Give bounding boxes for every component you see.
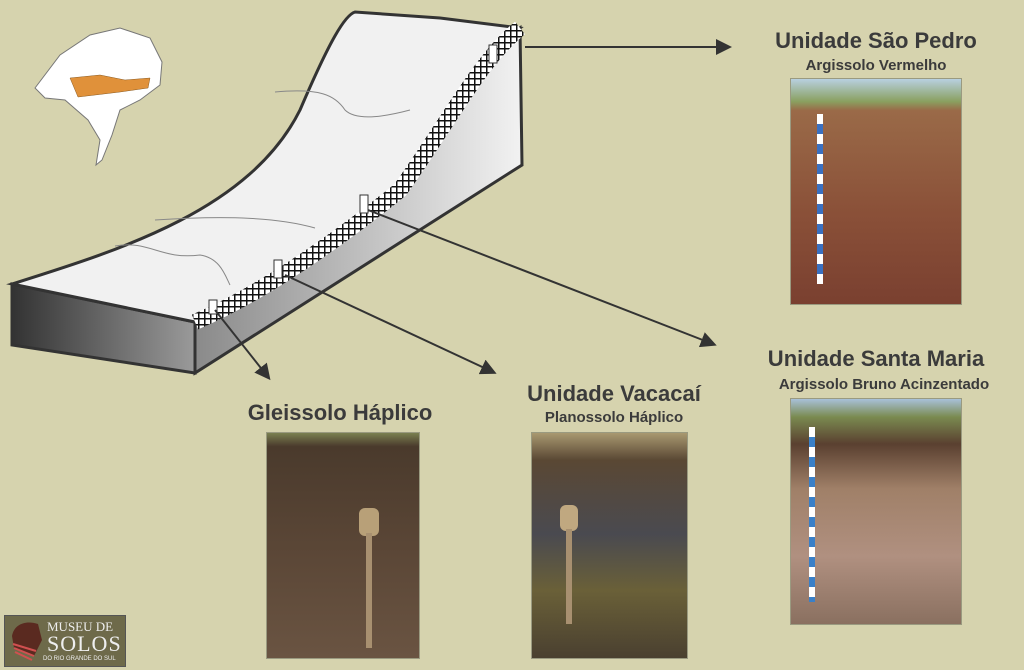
logo-emblem-icon	[12, 622, 42, 661]
sao-pedro-soil: Argissolo Vermelho	[805, 57, 947, 74]
measuring-tape	[809, 427, 815, 602]
santa-maria-soil: Argissolo Bruno Acinzentado	[778, 376, 990, 393]
shovel-shaft	[366, 533, 372, 648]
vacacai-title: Unidade Vacacaí	[527, 381, 701, 406]
santa-maria-title: Unidade Santa Maria	[767, 346, 985, 371]
logo-line3: DO RIO GRANDE DO SUL	[43, 656, 116, 662]
vacacai-soil-photo	[531, 432, 688, 659]
sao-pedro-soil-photo	[790, 78, 962, 305]
gleissolo-soil-photo	[266, 432, 420, 659]
vacacai-soil: Planossolo Háplico	[544, 409, 684, 426]
state-map	[34, 27, 163, 167]
shovel-handle	[359, 508, 379, 536]
shovel-handle	[560, 505, 578, 531]
museu-de-solos-logo: MUSEU DE SOLOS DO RIO GRANDE DO SUL	[4, 615, 126, 667]
highlighted-region	[69, 74, 151, 98]
shovel-shaft	[566, 529, 572, 624]
arrows	[214, 39, 732, 381]
santa-maria-soil-photo	[790, 398, 962, 625]
logo-line1: MUSEU DE	[47, 619, 114, 634]
soil-profile-strip	[191, 21, 526, 330]
measuring-tape	[817, 114, 823, 284]
gleissolo-title: Gleissolo Háplico	[247, 400, 433, 425]
logo-line2: SOLOS	[47, 631, 122, 656]
sao-pedro-title: Unidade São Pedro	[775, 28, 977, 53]
